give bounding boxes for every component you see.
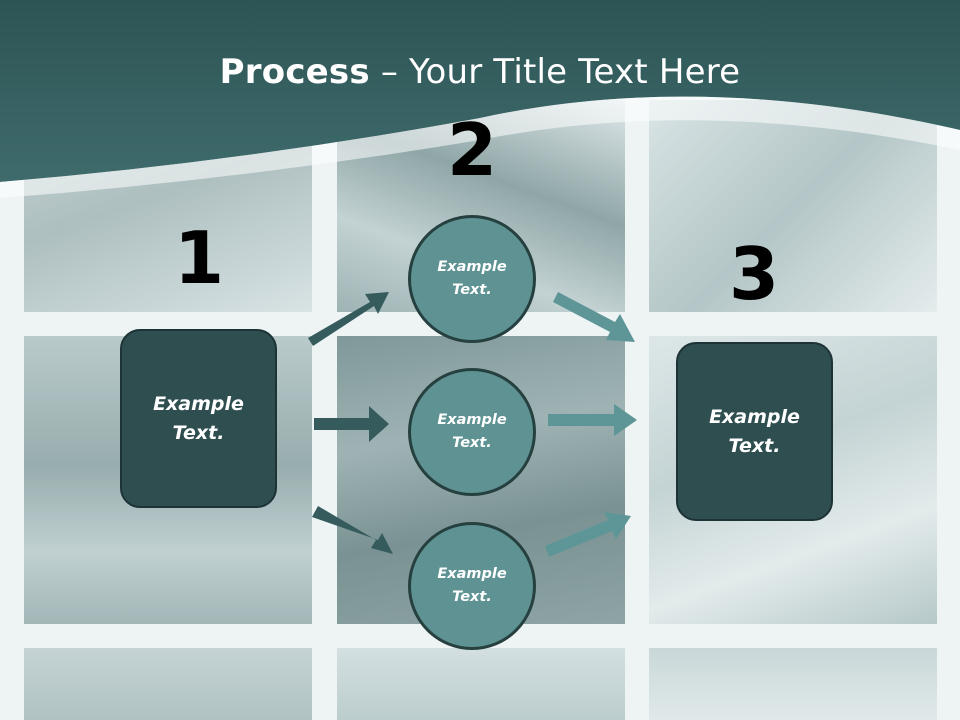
step-number-2: 2 <box>446 108 498 192</box>
photo-tile <box>337 648 625 720</box>
title-rest: Your Title Text Here <box>409 52 741 92</box>
arrows-right <box>545 292 637 557</box>
step-number-3: 3 <box>728 232 780 316</box>
arrow-from-circle-top <box>553 292 635 342</box>
circle-top-text: Example Text. <box>437 259 507 298</box>
circle-bottom-text: Example Text. <box>437 566 507 605</box>
arrow-from-circle-middle <box>548 404 637 436</box>
arrows-left <box>308 292 393 554</box>
title-bold: Process <box>219 52 370 92</box>
circle-bottom: Example Text. <box>408 522 536 650</box>
arrow-to-circle-middle <box>314 406 389 442</box>
circle-middle-text: Example Text. <box>437 412 507 451</box>
circle-top: Example Text. <box>408 215 536 343</box>
arrow-to-circle-top <box>308 292 389 346</box>
step-box-3: Example Text. <box>676 342 833 521</box>
step-box-1-text: Example Text. <box>153 392 244 444</box>
photo-tile <box>24 648 312 720</box>
circle-middle: Example Text. <box>408 368 536 496</box>
page-title: Process – Your Title Text Here <box>0 52 960 92</box>
photo-tile <box>649 648 937 720</box>
arrow-from-circle-bottom <box>545 512 631 557</box>
step-box-1: Example Text. <box>120 329 277 508</box>
step-number-1: 1 <box>173 216 225 300</box>
arrow-to-circle-bottom <box>312 506 393 554</box>
header-band <box>0 0 960 198</box>
title-dash: – <box>369 52 410 92</box>
step-box-3-text: Example Text. <box>709 405 800 457</box>
